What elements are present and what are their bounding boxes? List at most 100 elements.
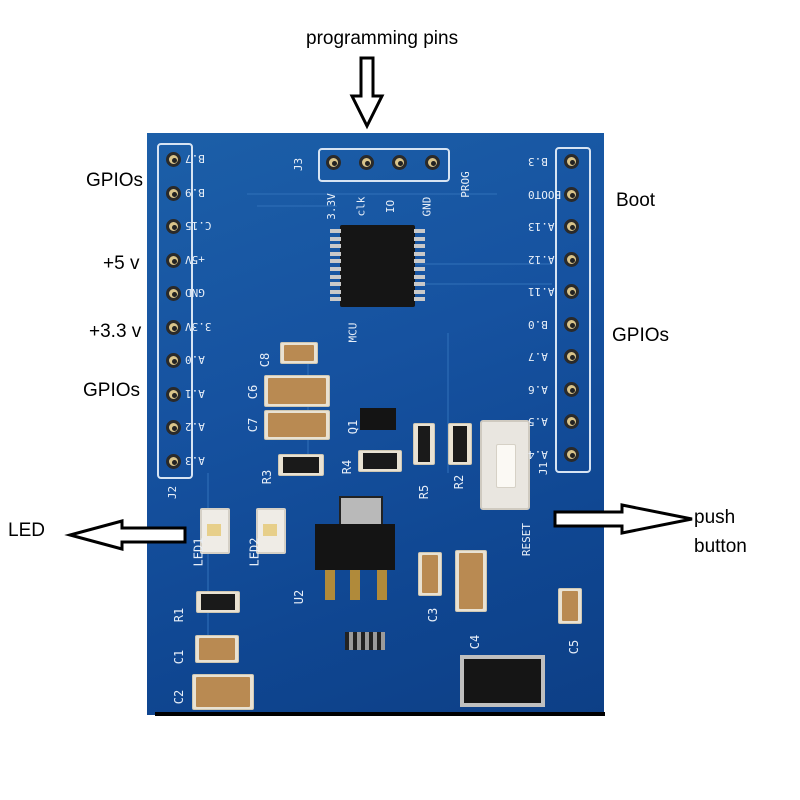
pcb-edge [155,712,605,716]
header-pin [564,446,579,462]
j3-pin-label: 3.3V [324,193,338,220]
header-pin [166,152,181,167]
ref-designator: C6 [246,384,261,400]
u2-leg [377,570,387,600]
ref-designator: R3 [260,469,275,485]
left-arrow-icon [64,519,187,551]
push-label: push [694,507,736,528]
ref-designator: R4 [340,459,355,475]
header-pin [564,316,579,332]
led2-die [263,524,277,536]
j1-pin-label: A.13 [528,220,555,233]
capacitor-c7-body [268,413,326,437]
header-pin [359,155,374,170]
j2-pin-label: A.0 [185,353,205,366]
plus33v-label: +3.3 v [89,321,142,342]
ref-designator: LED2 [247,537,262,567]
ref-designator: C4 [468,634,483,650]
j1-pin-label: A.7 [528,350,548,363]
resistor-r3-body [283,457,319,473]
capacitor-c8-body [284,345,314,361]
led1-die [207,524,221,536]
j1-pin-label: A.11 [528,285,555,298]
gpios-top-left-label: GPIOs [86,170,144,191]
header-pin [166,252,181,268]
j3-pin-label: GND [420,196,434,217]
plus5v-label: +5 v [103,253,140,274]
mcu-leg [414,282,425,287]
resistor-r4-body [363,453,397,469]
header-pin [166,420,181,435]
mcu-leg [330,274,341,279]
mcu-leg [330,297,341,302]
led-label: LED [8,520,45,541]
mcu-leg [330,236,341,241]
j3-header-frame [318,148,450,182]
trace [257,205,337,207]
u2-regulator-tab [339,496,383,526]
j1-pin-label: A.4 [528,447,548,461]
header-pin [166,353,181,368]
mcu-leg [330,267,341,271]
j2-pin-label: A.3 [185,453,205,467]
bottom-component [345,632,385,650]
ref-designator: Q1 [346,419,361,435]
u2-leg [350,570,360,600]
q1-transistor [360,408,396,430]
j2-pin-label: A.2 [185,420,205,433]
header-pin [326,155,341,170]
capacitor-c6-body [268,378,326,404]
boot-label: Boot [616,190,656,211]
ref-designator: LED1 [191,537,206,567]
j1-pin-label: B.0 [528,317,548,331]
ref-designator: R5 [417,484,432,500]
mcu-leg [414,289,425,294]
j2-pin-label: C.15 [185,219,212,232]
mcu-leg [414,229,425,233]
j1-header-frame [555,147,591,473]
ref-designator: C8 [258,352,273,368]
header-pin [425,155,440,170]
header-pin [564,284,579,299]
capacitor-c2-body [196,677,250,707]
trace [447,333,449,473]
mcu-leg [330,251,341,256]
gpios-right-label: GPIOs [612,325,670,346]
header-pin [166,453,181,469]
mcu-leg [330,244,341,249]
resistor-r1-body [201,594,235,610]
j2-pin-label: B.9 [185,185,205,199]
reset-push-button[interactable] [480,420,530,510]
mcu-leg [330,282,341,287]
capacitor-c4-body [459,553,483,609]
mcu-leg [330,289,341,294]
header-pin [564,251,579,267]
j1-pin-label: A.5 [528,415,548,428]
j1-pin-label: A.12 [528,252,555,266]
j1-pin-label: BOOT0 [528,187,562,201]
trace [412,263,552,265]
mcu-leg [330,259,341,264]
ref-designator: C5 [567,639,582,655]
right-arrow-icon [553,503,693,535]
j3-pin-label: IO [384,199,398,214]
mcu-leg [414,297,425,302]
down-arrow-icon [349,56,385,130]
mcu-leg [414,244,425,249]
j2-pin-label: B.7 [185,152,205,165]
diode-d1 [460,655,545,707]
trace [207,473,209,643]
mcu-leg [414,236,425,241]
ref-designator: C1 [172,649,187,665]
capacitor-c3-body [422,555,438,593]
j3-pin-label: clk [354,196,368,217]
ref-designator: R2 [452,474,467,490]
header-pin [564,219,579,234]
header-pin [166,386,181,402]
gpios-bottom-left-label: GPIOs [83,380,141,401]
button-label: button [694,536,747,557]
header-pin [564,349,579,364]
ref-designator: C7 [246,417,261,433]
header-pin [564,186,579,202]
mcu-leg [414,259,425,264]
